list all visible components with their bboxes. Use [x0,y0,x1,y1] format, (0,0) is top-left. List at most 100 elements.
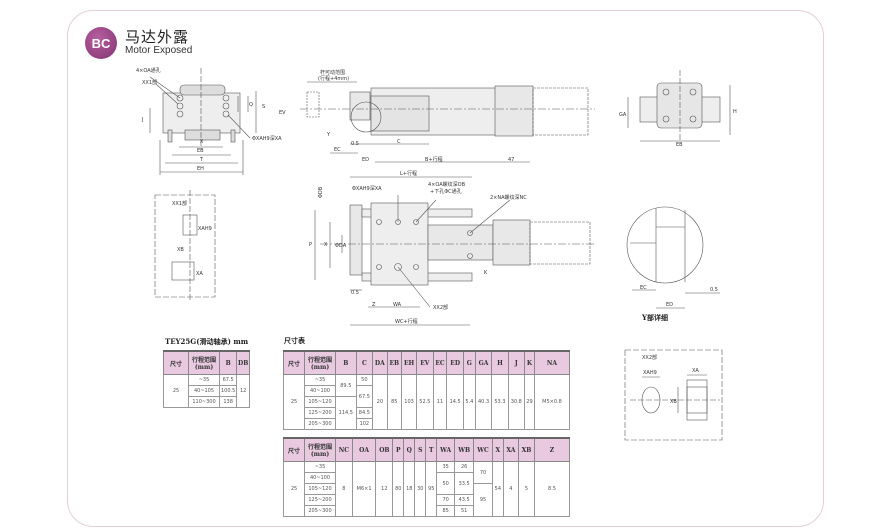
cell: 12 [375,461,394,517]
side-view-drawing [300,81,595,163]
cell: 40~105 [188,385,220,397]
col-header: J [507,350,525,375]
label-ga: GA [619,112,627,118]
section-badge: BC [85,27,117,59]
cell: 138 [218,396,238,408]
label-xx2-xah9: XAH9 [643,370,657,376]
label-wa: WA [393,302,402,308]
cell: 53.3 [491,374,509,430]
table2-title: 尺寸表 [284,336,305,345]
label-xx1-title: XX1部 [172,200,187,207]
cell: 8.5 [534,461,570,517]
col-header: NA [534,350,570,375]
label-xx1-xa: XA [196,271,203,277]
col-header: X [491,437,504,462]
cell: 5.4 [462,374,476,430]
label-y-ed: ED [666,302,673,308]
col-header: XA [502,437,519,462]
cell: 102 [355,418,374,430]
section-title-en: Motor Exposed [125,45,193,56]
cell: 125~200 [304,407,336,419]
cell: 110~300 [188,396,220,408]
cell: M6×1 [351,461,377,517]
cell: 114.5 [335,396,357,430]
xx1-detail-drawing [154,190,216,300]
cell: 43.5 [454,494,475,506]
col-header: B [218,350,238,375]
label-db: ΦDB [318,186,324,198]
cell: 205~300 [304,505,336,517]
label-xa: ΦXAH9深XA [252,135,282,142]
col-header: S [414,437,427,462]
cell: 11 [432,374,448,430]
cell: 14.5 [446,374,464,430]
cell: 105~120 [304,483,336,495]
label-s: S [262,104,265,110]
cell: 105~120 [304,396,336,408]
label-j: J [141,117,143,123]
label-y: Y [326,132,331,138]
cell: 18 [403,461,416,517]
cell: 70 [436,494,456,506]
cell: ~35 [304,461,336,473]
cell: 103 [400,374,418,430]
col-header: GA [474,350,493,375]
cell: 51 [454,505,475,517]
cell: 67.5 [218,374,238,386]
label-xx2-title: XX2部 [642,354,657,361]
col-header: EH [400,350,418,375]
rear-view-drawing [627,70,731,142]
col-header: 行程范围 (mm) [304,437,336,462]
label-ev: EV [279,110,286,116]
label-eb: EB [197,148,204,154]
label-rear-eb: EB [676,142,683,148]
label-top-0-5: 0.5 [351,290,359,296]
label-y-0-5: 0.5 [710,287,718,293]
cell: 50 [436,472,456,495]
label-ed: ED [362,157,369,163]
label-xx1: XX1部 [142,79,157,86]
col-header: 行程范围 (mm) [304,350,336,375]
cell: 54 [491,461,504,517]
cell: 8 [335,461,353,517]
col-header: EV [416,350,434,375]
col-header: 行程范围 (mm) [188,350,220,375]
label-da: ΦDA [335,243,347,249]
cell: 89.5 [335,374,357,397]
col-header: 尺寸 [283,350,305,375]
cell: 4 [502,461,519,517]
table1-title: TEY25G(滑动轴承) mm [165,337,249,346]
label-q: Q [249,102,253,108]
col-header: WA [436,437,456,462]
cell: 40~100 [304,472,336,484]
col-header: B [335,350,357,375]
col-header: OB [375,437,394,462]
cell: 33.5 [454,472,475,495]
col-header: WB [454,437,475,462]
cell: 20 [372,374,388,430]
label-xx2: XX2部 [433,304,448,311]
cell: 95 [473,483,493,517]
cell: 35 [436,461,456,473]
col-header: EC [432,350,448,375]
label-b-stroke: B+行程 [425,156,443,163]
label-xx1-xah9: XAH9 [198,226,212,232]
y-detail-drawing [626,206,720,309]
cell: 95 [425,461,438,517]
label-eh: EH [197,166,204,172]
y-detail-caption: Y部详细 [642,313,668,322]
cell: 25 [283,374,305,430]
cell: ~35 [304,374,336,386]
col-header: OA [351,437,377,462]
label-oa-thread: 4×OA螺纹深OB [428,181,466,188]
